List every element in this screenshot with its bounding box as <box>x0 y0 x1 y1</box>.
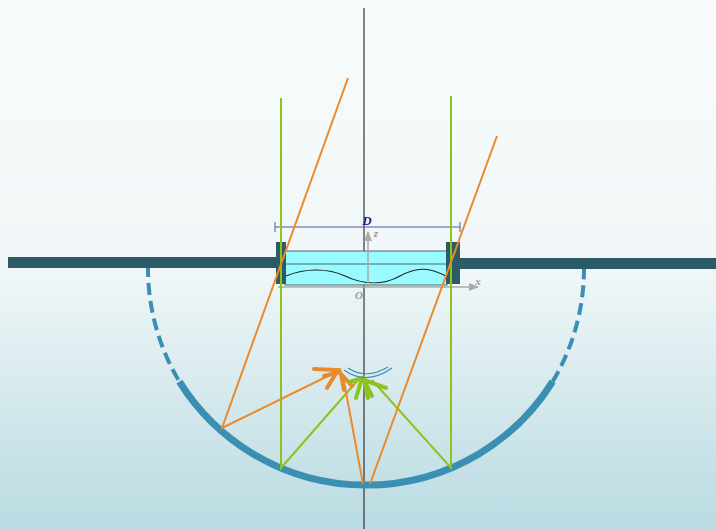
window-line <box>285 264 447 265</box>
dimension-line <box>275 227 460 228</box>
axis-label: z <box>374 228 378 239</box>
orange-ray <box>343 376 363 484</box>
window-frame <box>446 242 460 284</box>
dimension-label: D <box>362 214 371 227</box>
origin-label: O <box>355 290 363 301</box>
x-axis <box>278 286 478 288</box>
roof-bar <box>460 258 716 269</box>
receiver <box>344 367 392 378</box>
window-surface <box>286 269 446 283</box>
dimension-tick <box>460 222 461 232</box>
roof-bar <box>8 257 276 268</box>
window-glass <box>285 251 447 285</box>
orange-ray <box>222 78 348 428</box>
green-ray <box>372 96 451 468</box>
z-axis <box>367 232 369 287</box>
green-ray <box>281 98 358 468</box>
green-arrowheads <box>350 378 386 398</box>
mirror-dashed <box>148 265 179 382</box>
dimension-tick <box>275 222 276 232</box>
orange-ray <box>370 136 497 484</box>
mirror-dashed <box>553 265 584 382</box>
axis-label: x <box>475 276 481 287</box>
